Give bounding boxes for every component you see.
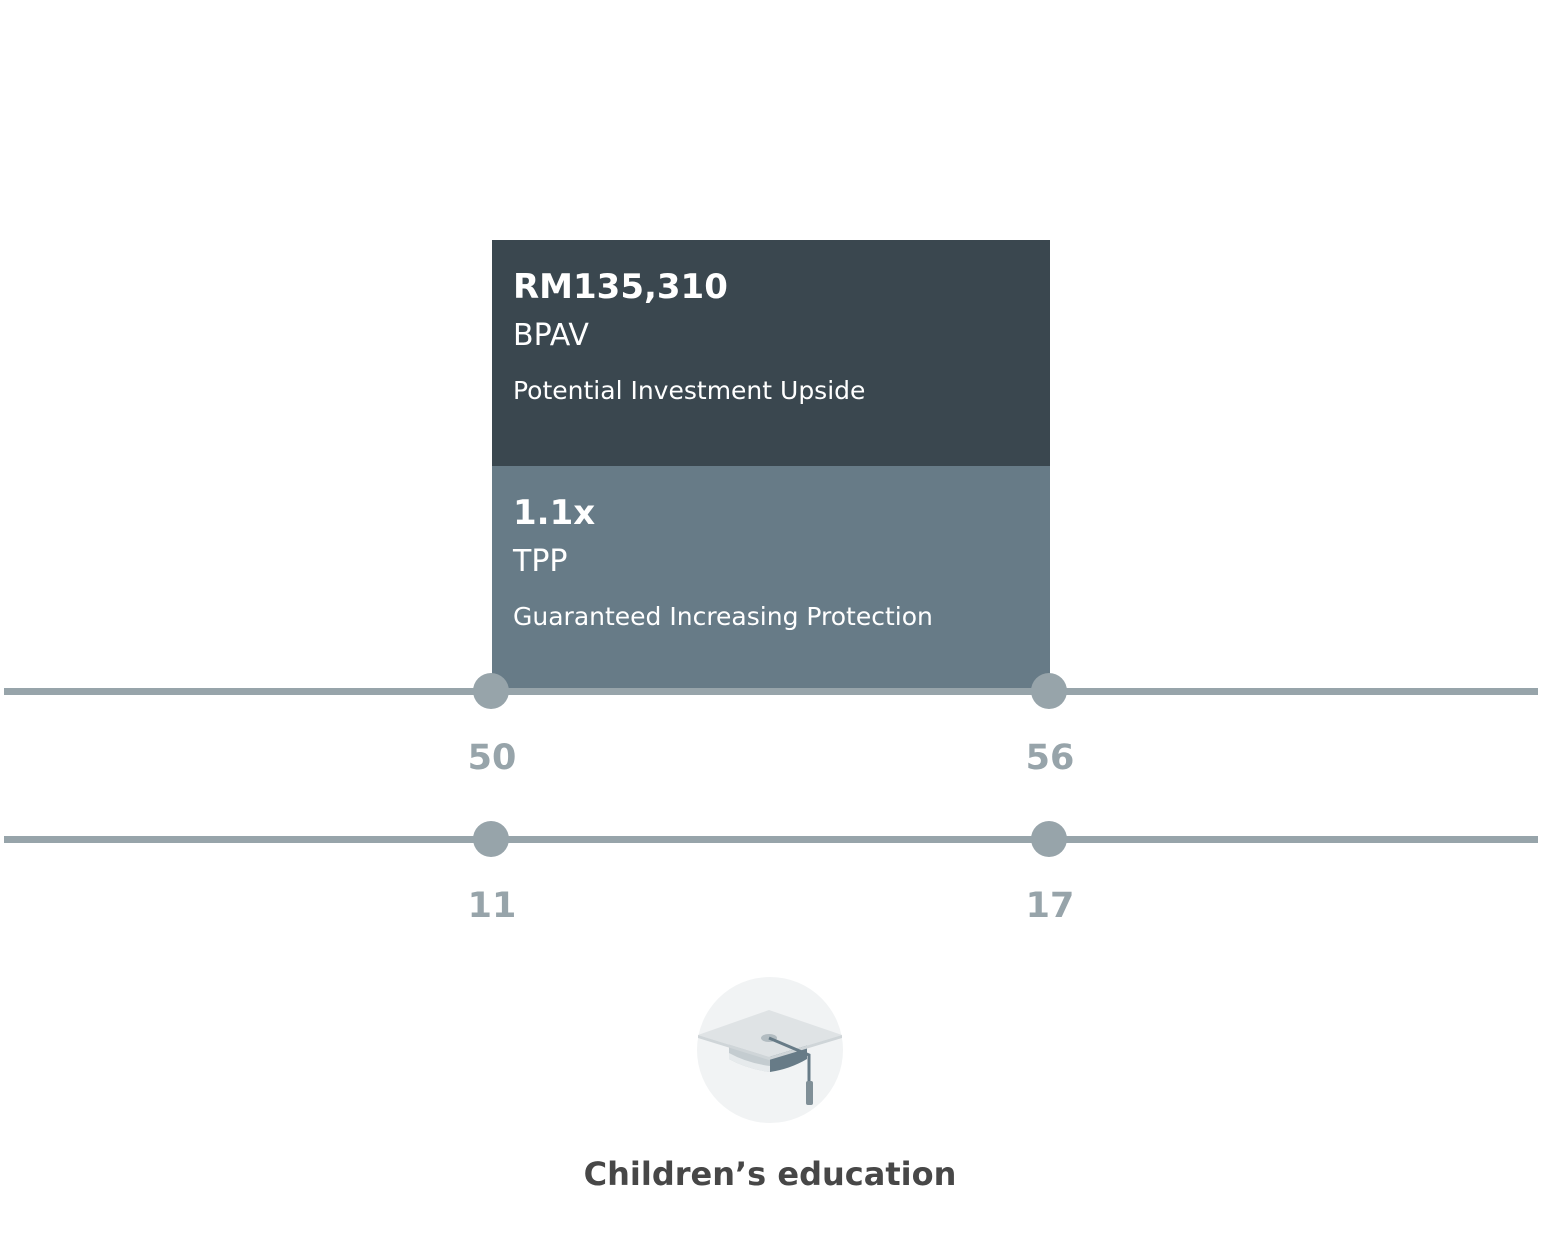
tpp-code: TPP [513, 544, 568, 579]
timeline-node-end [1031, 821, 1067, 857]
bpav-code: BPAV [513, 318, 589, 353]
timeline-node-end [1031, 673, 1067, 709]
timeline-end-label: 56 [1025, 738, 1075, 778]
timeline-node-start [473, 673, 509, 709]
timeline-start-label: 50 [467, 738, 517, 778]
timeline-track-age [4, 688, 1538, 695]
goal-icon-circle [697, 977, 843, 1123]
graduation-cap-icon [698, 1010, 842, 1105]
timeline-track-child-age [4, 836, 1538, 843]
tpp-value: 1.1x [513, 493, 596, 533]
bpav-description: Potential Investment Upside [513, 376, 866, 405]
protection-panel: 1.1x TPP Guaranteed Increasing Protectio… [492, 466, 1050, 690]
tpp-description: Guaranteed Increasing Protection [513, 602, 933, 631]
bpav-value: RM135,310 [513, 267, 728, 307]
timeline-end-label: 17 [1025, 886, 1075, 926]
goal-label: Children’s education [583, 1155, 957, 1193]
investment-upside-panel: RM135,310 BPAV Potential Investment Upsi… [492, 240, 1050, 466]
timeline-node-start [473, 821, 509, 857]
timeline-start-label: 11 [467, 886, 517, 926]
